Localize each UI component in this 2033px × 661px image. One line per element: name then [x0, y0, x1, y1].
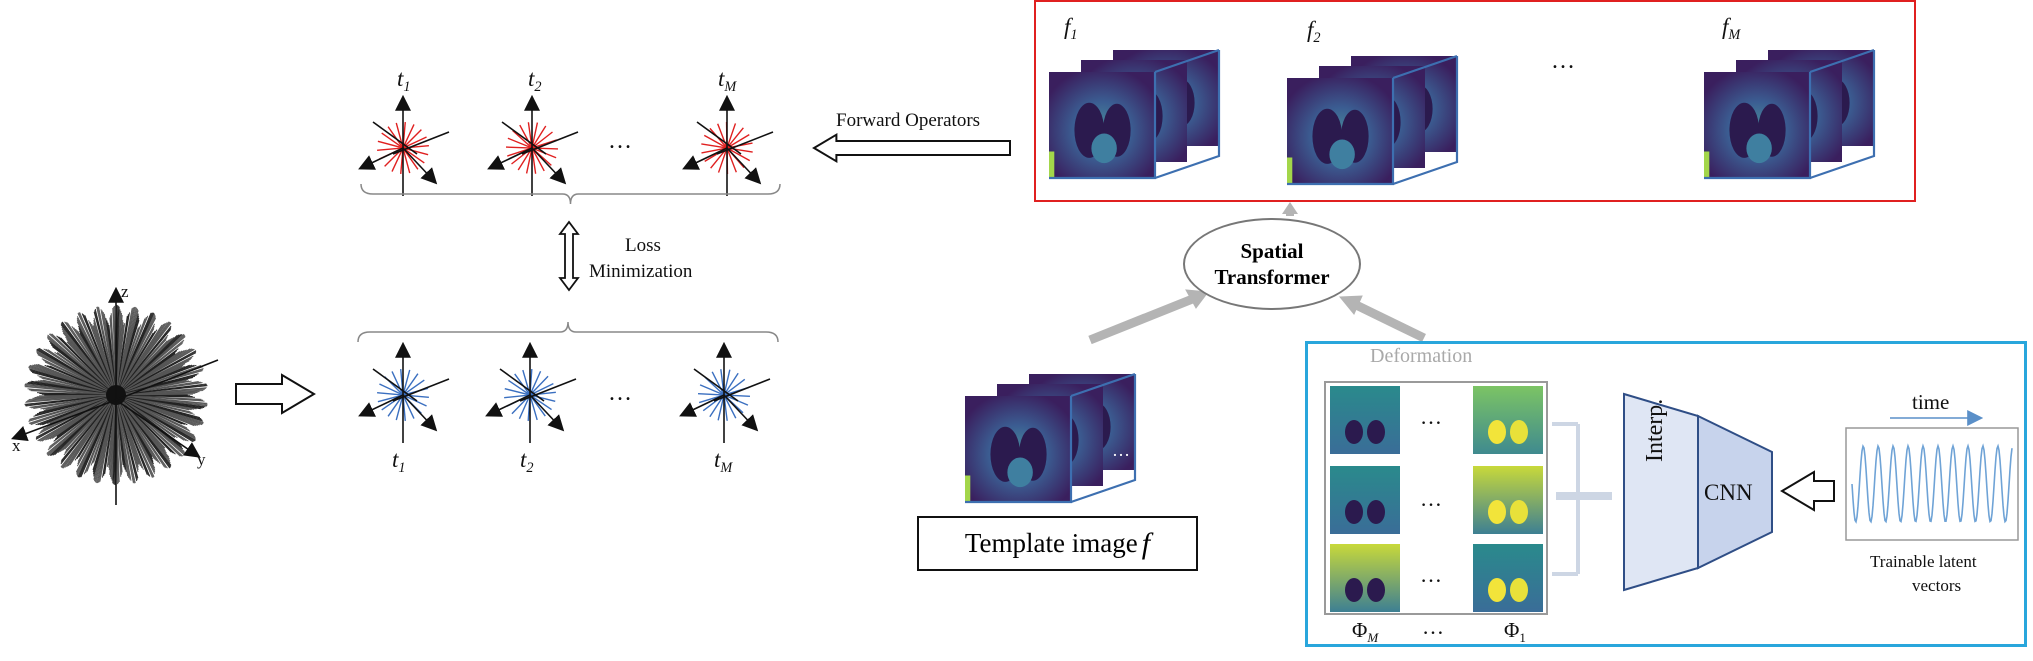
cnn-label: CNN: [1704, 480, 1753, 505]
template-caption-text: Template image: [964, 528, 1138, 558]
deformation-field-1: [1330, 386, 1400, 454]
deformation-field-6-lobe-right: [1510, 578, 1528, 602]
bottom-spoke-1: [358, 341, 450, 443]
template-stack-ellipsis: …: [1112, 440, 1130, 460]
deformation-field-3-lobe-right: [1367, 500, 1385, 524]
loss-double-arrow: [558, 220, 580, 292]
bottom-spoke-2: [485, 341, 577, 443]
bottom-label-tM: tM: [714, 447, 733, 476]
deformation-field-1-lobe-right: [1367, 420, 1385, 444]
top-label-t1: t1: [397, 66, 411, 95]
bottom-ellipsis: …: [608, 380, 632, 406]
spatial-transformer-line2: Transformer: [1214, 265, 1330, 289]
ball-to-measurements-arrow: [235, 373, 316, 415]
forward-operators-label: Forward Operators: [836, 110, 981, 131]
top-spoke-1: [358, 94, 450, 196]
template-stack-edge1: [1070, 372, 1136, 398]
deformation-field-4: [1473, 466, 1543, 534]
top-ellipsis: …: [608, 128, 632, 154]
frame-stack-f1-front: [1049, 72, 1155, 178]
template-stack-edge2: [1070, 374, 1137, 504]
frame-stack-fM-edge2: [1809, 50, 1876, 180]
template-caption-var: f: [1141, 526, 1151, 560]
interp-label: Interp.: [1642, 398, 1668, 462]
latent-caption-line2: vectors: [1912, 576, 1962, 595]
template-stack-edge3: [965, 396, 1073, 504]
cnn-block: [1697, 414, 1773, 570]
time-label: time: [1912, 390, 1950, 414]
deformation-field-6: [1473, 544, 1543, 612]
frame-stack-f2-edge2: [1392, 56, 1459, 186]
bottom-label-t2: t2: [520, 447, 534, 476]
template-stack-front: [965, 396, 1071, 502]
deformation-title: Deformation: [1370, 345, 1473, 367]
top-brace: [360, 183, 781, 205]
deformation-field-2: [1473, 386, 1543, 454]
deformation-field-2-lobe-left: [1488, 420, 1506, 444]
deformation-field-4-lobe-right: [1510, 500, 1528, 524]
deformation-field-5: [1330, 544, 1400, 612]
deformation-field-3-lobe-left: [1345, 500, 1363, 524]
top-spoke-3: [682, 94, 774, 196]
latent-to-cnn-arrow: [1780, 470, 1835, 512]
frame-label-f1: f1: [1064, 14, 1078, 43]
frame-stack-f1-edge3: [1049, 72, 1157, 180]
deformation-to-transformer-arrow: [1348, 297, 1426, 343]
top-label-tM: tM: [718, 66, 737, 95]
bottom-label-t1: t1: [392, 447, 406, 476]
x-axis-label: x: [12, 436, 21, 455]
x-axis: [11, 399, 117, 442]
bottom-brace: [357, 321, 779, 343]
loss-label-line2: Minimization: [589, 261, 693, 282]
deformation-field-5-lobe-left: [1345, 578, 1363, 602]
frame-stack-f1-edge1: [1154, 48, 1220, 74]
top-label-t2: t2: [528, 66, 542, 95]
frame-label-fM: fM: [1722, 14, 1741, 43]
ball-extra-axis: [115, 359, 219, 401]
frame-label-f2: f2: [1307, 17, 1321, 46]
deformation-field-1-lobe-left: [1345, 420, 1363, 444]
deformation-generator-box: [1305, 341, 2027, 647]
z-axis-label: z: [121, 282, 129, 301]
phi-M-label: ΦM: [1352, 618, 1379, 645]
frame-stack-f2-edge3: [1287, 78, 1395, 186]
deformation-field-5-lobe-right: [1367, 578, 1385, 602]
latent-caption-line1: Trainable latent: [1870, 552, 1977, 571]
frame-stack-f2-edge1: [1392, 54, 1458, 80]
deformation-field-4-lobe-left: [1488, 500, 1506, 524]
transformer-to-frames-head: [1282, 202, 1298, 214]
deformation-row3-ellipsis: …: [1420, 562, 1442, 587]
deformation-field-2-lobe-right: [1510, 420, 1528, 444]
frame-stack-f1-edge2: [1154, 50, 1221, 180]
template-to-transformer-arrow: [1088, 291, 1202, 345]
deformation-grid-frame: [1324, 381, 1548, 615]
frame-stack-f2-front: [1287, 78, 1393, 184]
deformation-to-transformer-head: [1338, 295, 1363, 315]
template-image-caption: Template image f: [917, 516, 1198, 571]
deformation-row1-ellipsis: …: [1420, 404, 1442, 429]
deformation-row2-ellipsis: …: [1420, 486, 1442, 511]
frames-ellipsis: …: [1551, 48, 1575, 74]
frame-stack-fM-edge1: [1809, 48, 1875, 74]
reconstructed-frames-box: [1034, 0, 1916, 202]
top-spoke-2: [487, 94, 579, 196]
bottom-spoke-3: [679, 341, 771, 443]
phi-ellipsis: …: [1422, 614, 1444, 639]
latent-signal: [1851, 443, 2013, 524]
template-to-transformer-head: [1185, 289, 1209, 309]
forward-operators-arrow: [812, 132, 1011, 164]
phi-1-label: Φ1: [1504, 618, 1526, 645]
loss-label-line1: Loss: [625, 235, 661, 256]
y-axis-label: y: [197, 450, 206, 469]
y-axis: [115, 399, 201, 458]
spatial-transformer-line1: Spatial: [1240, 238, 1304, 263]
frame-stack-fM-edge3: [1704, 72, 1812, 180]
frame-stack-fM-front: [1704, 72, 1810, 178]
deformation-field-6-lobe-left: [1488, 578, 1506, 602]
deformation-field-3: [1330, 466, 1400, 534]
spatial-transformer-node: Spatial Transformer: [1183, 218, 1361, 310]
